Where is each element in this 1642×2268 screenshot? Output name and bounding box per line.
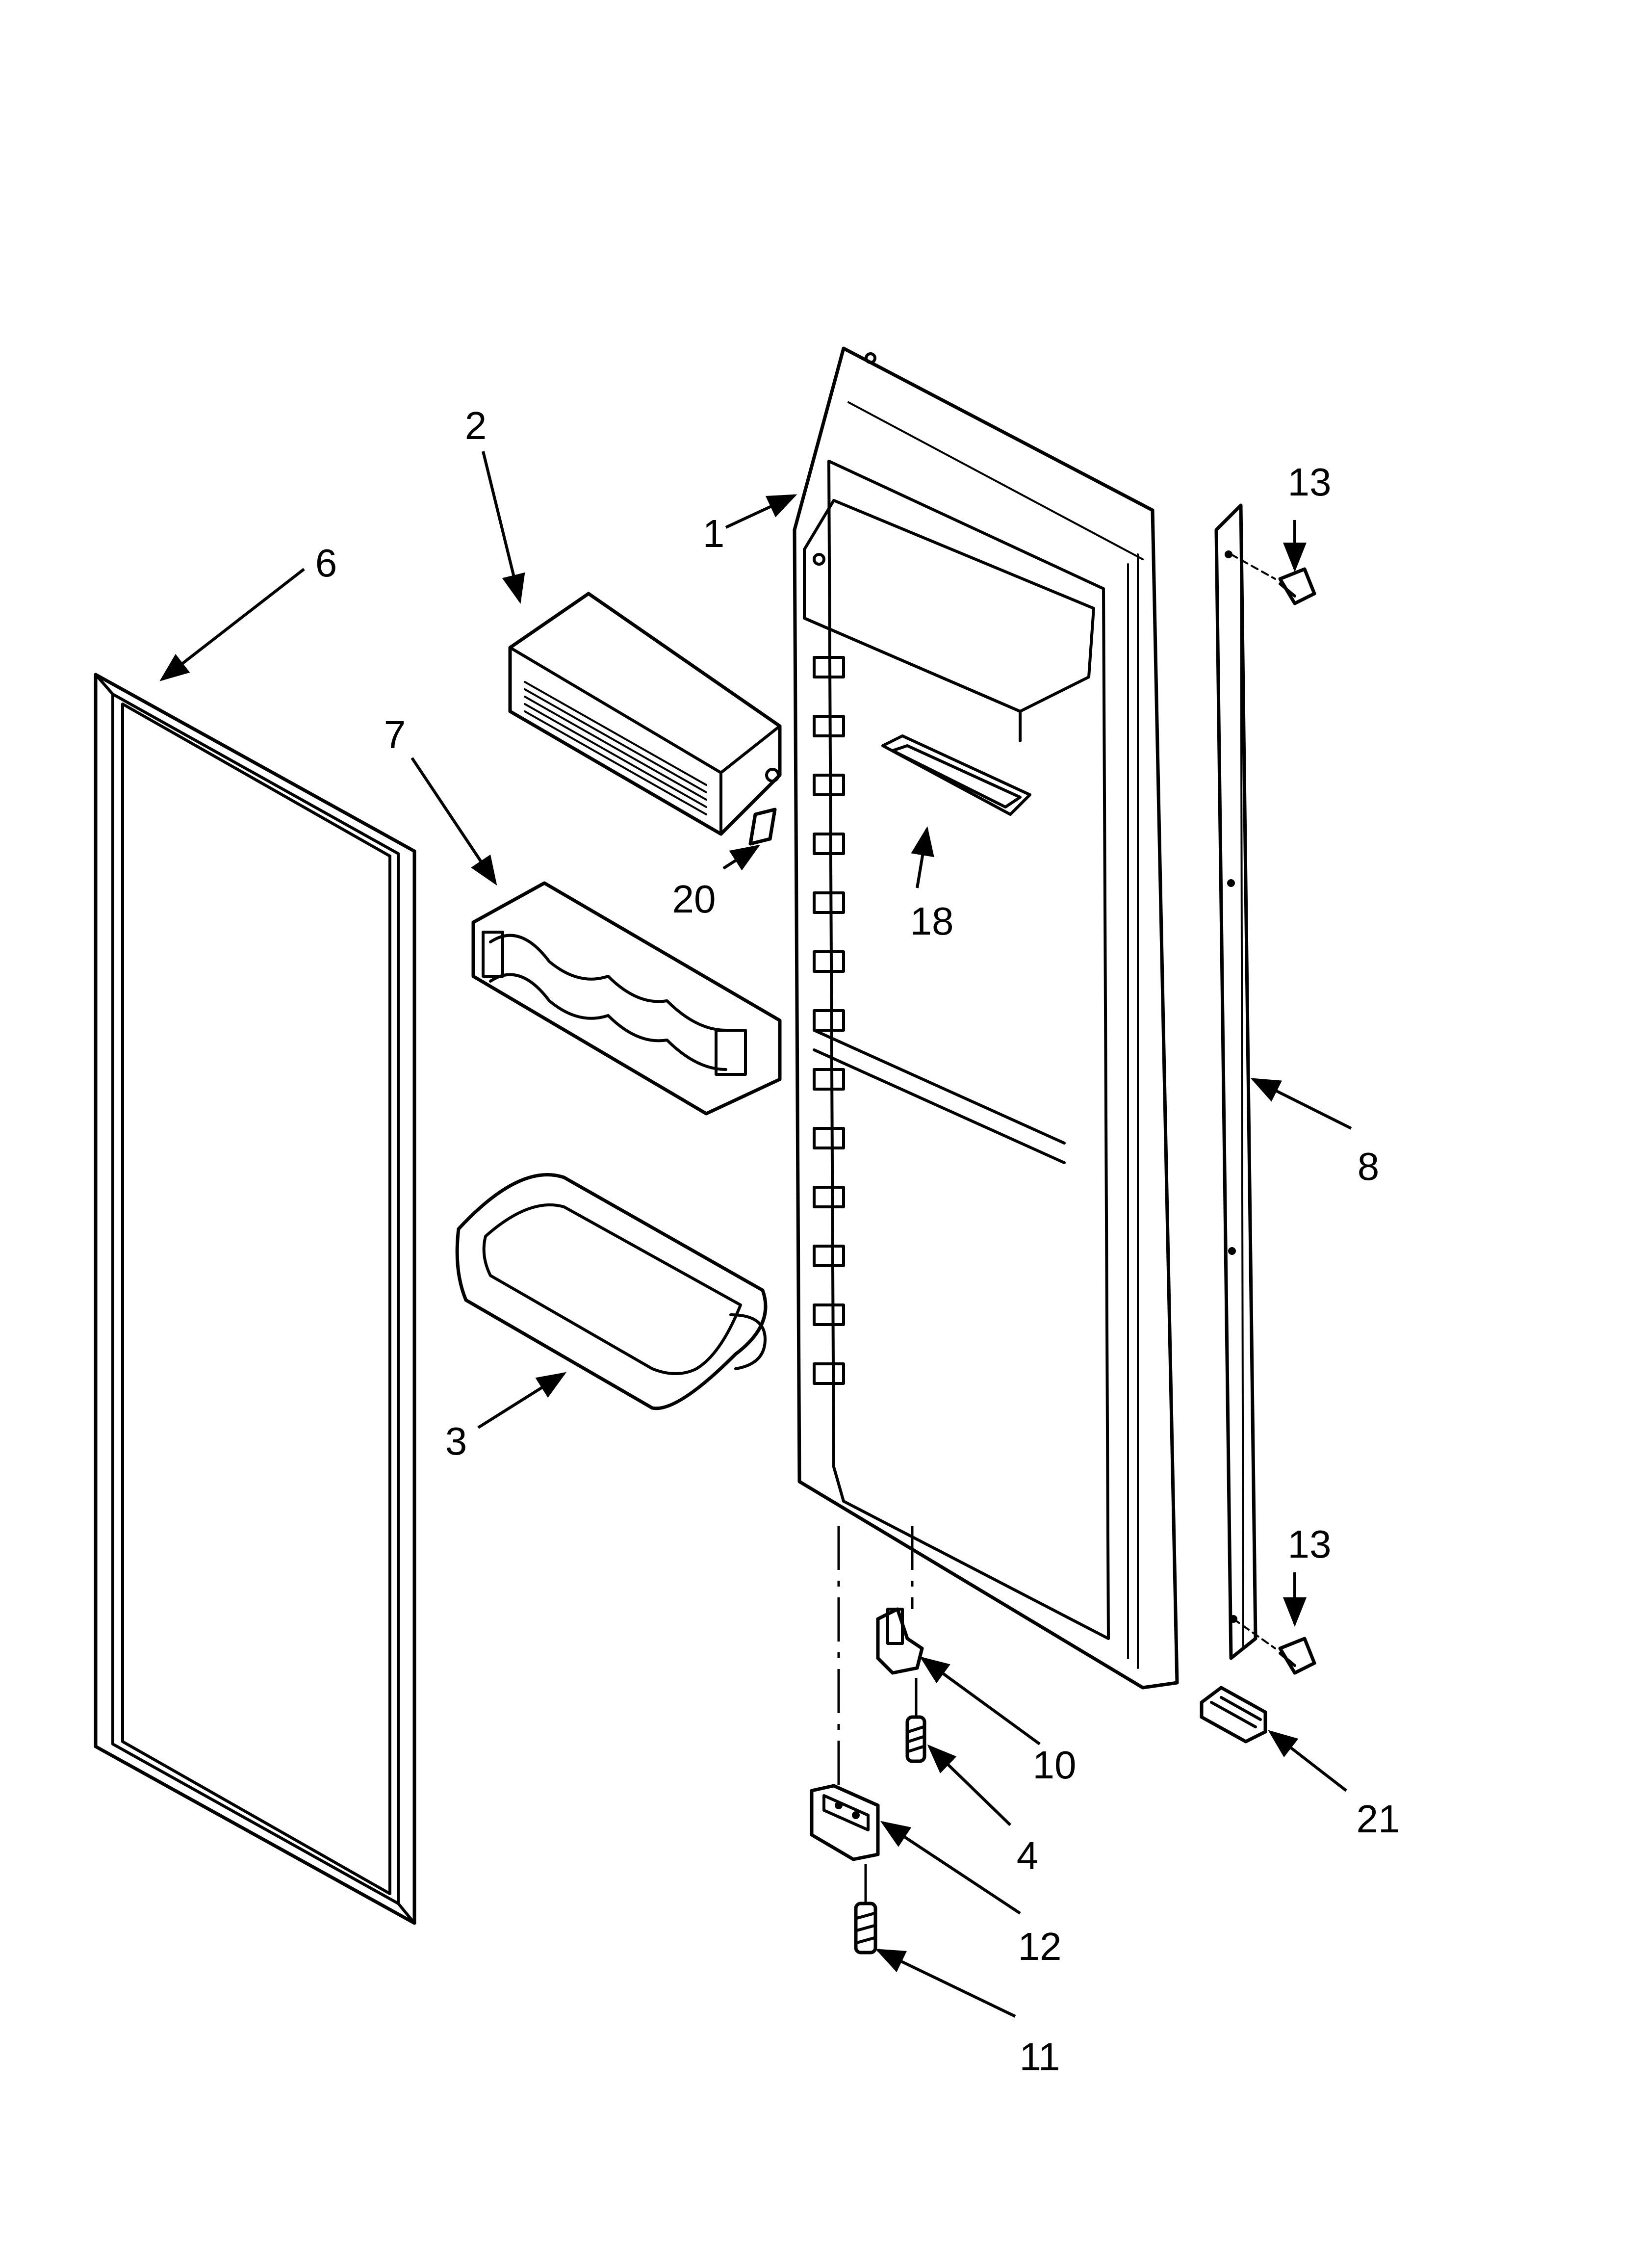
callout-2: 2 — [465, 404, 487, 447]
leader-12 — [880, 1821, 1021, 1915]
leader-7 — [410, 757, 497, 886]
screw-11-part — [854, 1864, 877, 1955]
callout-3: 3 — [445, 1419, 467, 1463]
callout-6: 6 — [315, 541, 337, 585]
door-gasket-part — [94, 673, 416, 1925]
callout-8: 8 — [1358, 1145, 1380, 1188]
callout-7: 7 — [384, 713, 406, 756]
leader-8 — [1250, 1078, 1352, 1130]
leader-1 — [725, 494, 797, 529]
shelf-cleats — [813, 656, 845, 1385]
dairy-door-part — [508, 592, 782, 836]
leader-18 — [911, 826, 934, 888]
callout-18: 18 — [910, 899, 954, 943]
bottle-rack-part — [471, 881, 782, 1116]
leader-2 — [482, 451, 525, 604]
leader-6 — [159, 568, 305, 681]
hinge-cover-part — [1200, 1686, 1267, 1744]
callout-21: 21 — [1357, 1797, 1400, 1841]
door-trim-strip-part — [1214, 503, 1257, 1660]
callout-1: 1 — [703, 512, 725, 555]
callout-4: 4 — [1017, 1834, 1039, 1877]
leader-20 — [722, 844, 761, 871]
callout-12: 12 — [1018, 1925, 1062, 1968]
leader-21 — [1268, 1730, 1347, 1792]
leader-11 — [875, 1949, 1016, 2018]
callout-13-upper: 13 — [1288, 460, 1332, 504]
lower-hinge-part — [810, 1526, 880, 1861]
callout-10: 10 — [1033, 1743, 1077, 1787]
callout-11: 11 — [1019, 2035, 1060, 2079]
callout-labels: 1 2 3 4 6 7 8 10 11 12 13 13 18 20 21 — [315, 404, 1400, 2079]
door-bin-part — [455, 1173, 768, 1410]
leader-lines — [159, 451, 1352, 2018]
dairy-hinge-pin-part — [748, 808, 777, 846]
callout-13-lower: 13 — [1288, 1522, 1332, 1566]
screw-13-lower — [1232, 1618, 1316, 1675]
callout-20: 20 — [672, 877, 716, 921]
leader-3 — [477, 1372, 567, 1429]
leader-10 — [920, 1656, 1041, 1746]
screw-13-upper — [1230, 553, 1316, 605]
door-liner-part — [793, 346, 1179, 1690]
screw-4-part — [905, 1678, 926, 1763]
leader-4 — [927, 1744, 1012, 1826]
hinge-pin-part — [876, 1526, 924, 1675]
